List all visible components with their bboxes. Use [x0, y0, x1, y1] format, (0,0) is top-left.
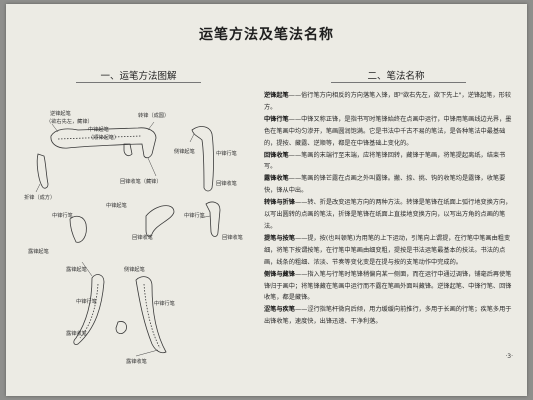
- term-body: ——指入笔与行笔时笔锋稍偏向某一侧面，而在运行中通过调锋，铺毫后再使笔锋归于画中…: [264, 270, 512, 302]
- terms-list: 逆锋起笔——俗行笔方向相反的方向落笔入锋，即"欲右先左，欲下先上"，逆锋起笔，形…: [264, 90, 514, 328]
- arrow-lufeng: [81, 261, 93, 277]
- label-cefeng-qibi-2: 侧锋起笔: [124, 267, 145, 273]
- label-huifeng-shoubi-2: 回锋收笔: [132, 235, 153, 241]
- term-head: 涩笔与疾笔: [264, 306, 295, 314]
- term-item: 逆锋起笔——俗行笔方向相反的方向落笔入锋，即"欲右先左，欲下先上"，逆锋起笔，形…: [264, 90, 514, 114]
- label-zhongfeng-xingbi-5: 中锋行笔: [154, 301, 175, 307]
- term-item: 露锋收笔——笔画的锋芒露在点画之外叫露锋。撇、捺、挑、钩的收笔均是露锋，收笔要快…: [264, 173, 514, 197]
- page-number: ·3·: [505, 353, 513, 360]
- term-item: 回锋收笔——笔画的末端行至末端，应将笔锋回转，藏锋于笔画，将笔提起离纸，结束书写…: [264, 150, 514, 174]
- label-zhefeng: 折锋（成方）: [24, 195, 56, 201]
- page-title: 运笔方法及笔法名称: [199, 27, 334, 43]
- arrow-hui: [147, 157, 157, 177]
- stroke-shu-mid: [205, 201, 221, 237]
- label-lufeng-qibi-2: 露锋起笔: [66, 267, 87, 273]
- term-head: 侧锋与藏锋: [264, 270, 295, 278]
- book-page: 运笔方法及笔法名称 一、运笔方法图解 二、笔法名称: [6, 4, 527, 396]
- term-item: 中锋行笔——中锋又称正锋，是指书写时笔锋始终在点画中运行，中锋用笔画线边光界，墨…: [264, 114, 514, 150]
- label-zhuanfeng: 转锋（成圆）: [138, 113, 170, 119]
- stroke-shu-left: [36, 153, 49, 189]
- stroke-pie-left: [73, 274, 105, 345]
- label-lufeng-shoubi-2: 露锋收笔: [126, 359, 147, 365]
- stroke-tail-bottom: [115, 321, 127, 334]
- stroke-turn-tail: [123, 143, 133, 157]
- term-body: ——转、折是改变运笔方向的两种方法。转锋是笔锋在纸面上弧行地变换方向，以写出圆转…: [264, 199, 512, 230]
- arrow-zhuan: [147, 121, 155, 131]
- label-cefeng-qibi-1: 侧锋起笔: [174, 149, 195, 155]
- term-body: ——提，按(也叫顿笔)为用笔的上下运动，引笔向上谓提，在行笔中笔画由粗变细，将笔…: [264, 234, 511, 266]
- term-body: ——笔画的锋芒露在点画之外叫露锋。撇、捺、挑、钩的收笔均是露锋，收笔要快，锋从中…: [264, 175, 506, 195]
- label-huifeng-shoubi-1: 回锋收笔: [216, 181, 237, 187]
- right-heading-rule: [331, 82, 466, 83]
- label-zhongfeng-qibi-2: 中锋起笔: [106, 203, 127, 209]
- term-item: 提笔与按笔——提，按(也叫顿笔)为用笔的上下运动，引笔向上谓提，在行笔中笔画由粗…: [264, 233, 514, 269]
- term-head: 提笔与按笔: [264, 234, 295, 242]
- term-body: ——俗行笔方向相反的方向落笔入锋，即"欲右先左，欲下先上"，逆锋起笔，形较方。: [264, 92, 512, 111]
- stroke-wan-gou: [145, 205, 175, 238]
- stroke-heng-zhe: [50, 127, 157, 159]
- label-huifeng-shoubi-cang: 回锋收笔（藏锋）: [120, 179, 162, 185]
- stroke-shu-right: [191, 126, 214, 192]
- term-body: ——笔画的末端行至末端，应将笔锋回转，藏锋于笔画，将笔提起离纸，结束书写。: [264, 151, 506, 171]
- label-lufeng-qibi-1: 露锋起笔: [28, 249, 49, 255]
- label-zhongfeng-xingbi-1: 中锋行笔: [216, 151, 237, 157]
- label-zhongfeng-xingbi-2: 中锋行笔: [52, 213, 73, 219]
- label-zhongfeng-xingbi-3: 中锋行笔: [184, 213, 205, 219]
- arrow-nifeng: [51, 123, 59, 133]
- stroke-na-right: [135, 276, 167, 354]
- label-shunfeng-note: （顺锋起笔）: [88, 135, 120, 141]
- stroke-dot-left: [69, 215, 87, 243]
- term-item: 转锋与折锋——转、折是改变运笔方向的两种方法。转锋是笔锋在纸面上弧行地变换方向，…: [264, 197, 514, 233]
- arrow-lushou: [135, 349, 159, 357]
- term-body: ——涩行指笔杆微向后倾，用力缓缓向前推行，多用于长画的行笔；疾笔多用于出锋收笔，…: [264, 306, 512, 326]
- term-head: 露锋收笔: [264, 175, 289, 183]
- term-head: 逆锋起笔: [264, 92, 289, 99]
- label-huifeng-shoubi-3: 回锋收笔: [222, 235, 243, 241]
- term-head: 转锋与折锋: [264, 199, 295, 207]
- label-nifeng-qibi: 逆锋起笔: [50, 111, 71, 117]
- stroke-heng-inner: [57, 135, 142, 140]
- label-zhongfeng-xingbi-4: 中锋行笔: [76, 299, 97, 305]
- stroke-diagram-svg: [35, 121, 221, 357]
- term-item: 侧锋与藏锋——指入笔与行笔时笔锋稍偏向某一侧面，而在运行中通过调锋，铺毫后再使笔…: [264, 269, 514, 305]
- term-head: 回锋收笔: [264, 151, 289, 159]
- stroke-na-inner: [143, 283, 161, 349]
- label-zhongfeng-qibi: 中锋起笔: [88, 127, 109, 133]
- stroke-pie-inner: [79, 283, 99, 339]
- term-body: ——中锋又称正锋，是指书写时笔锋始终在点画中运行，中锋用笔画线边光界，墨色在笔画…: [264, 115, 512, 147]
- stroke-diagram: 逆锋起笔 （欲右先左，藏锋） 中锋起笔 （顺锋起笔） 转锋（成圆） 折锋（成方）…: [6, 84, 271, 384]
- arrow-zhe: [35, 183, 41, 193]
- left-section-heading: 一、运笔方法图解: [100, 71, 177, 82]
- arrow-mid-xing: [199, 215, 211, 219]
- term-item: 涩笔与疾笔——涩行指笔杆微向后倾，用力缓缓向前推行，多用于长画的行笔；疾笔多用于…: [264, 304, 514, 328]
- term-head: 中锋行笔: [264, 115, 289, 123]
- right-section-heading: 二、笔法名称: [367, 71, 425, 82]
- label-nifeng-note: （欲右先左，藏锋）: [46, 119, 93, 125]
- label-lufeng-shoubi-1: 露锋收笔: [66, 331, 87, 337]
- left-heading-rule: [76, 82, 201, 83]
- arrow-cefeng: [189, 133, 195, 143]
